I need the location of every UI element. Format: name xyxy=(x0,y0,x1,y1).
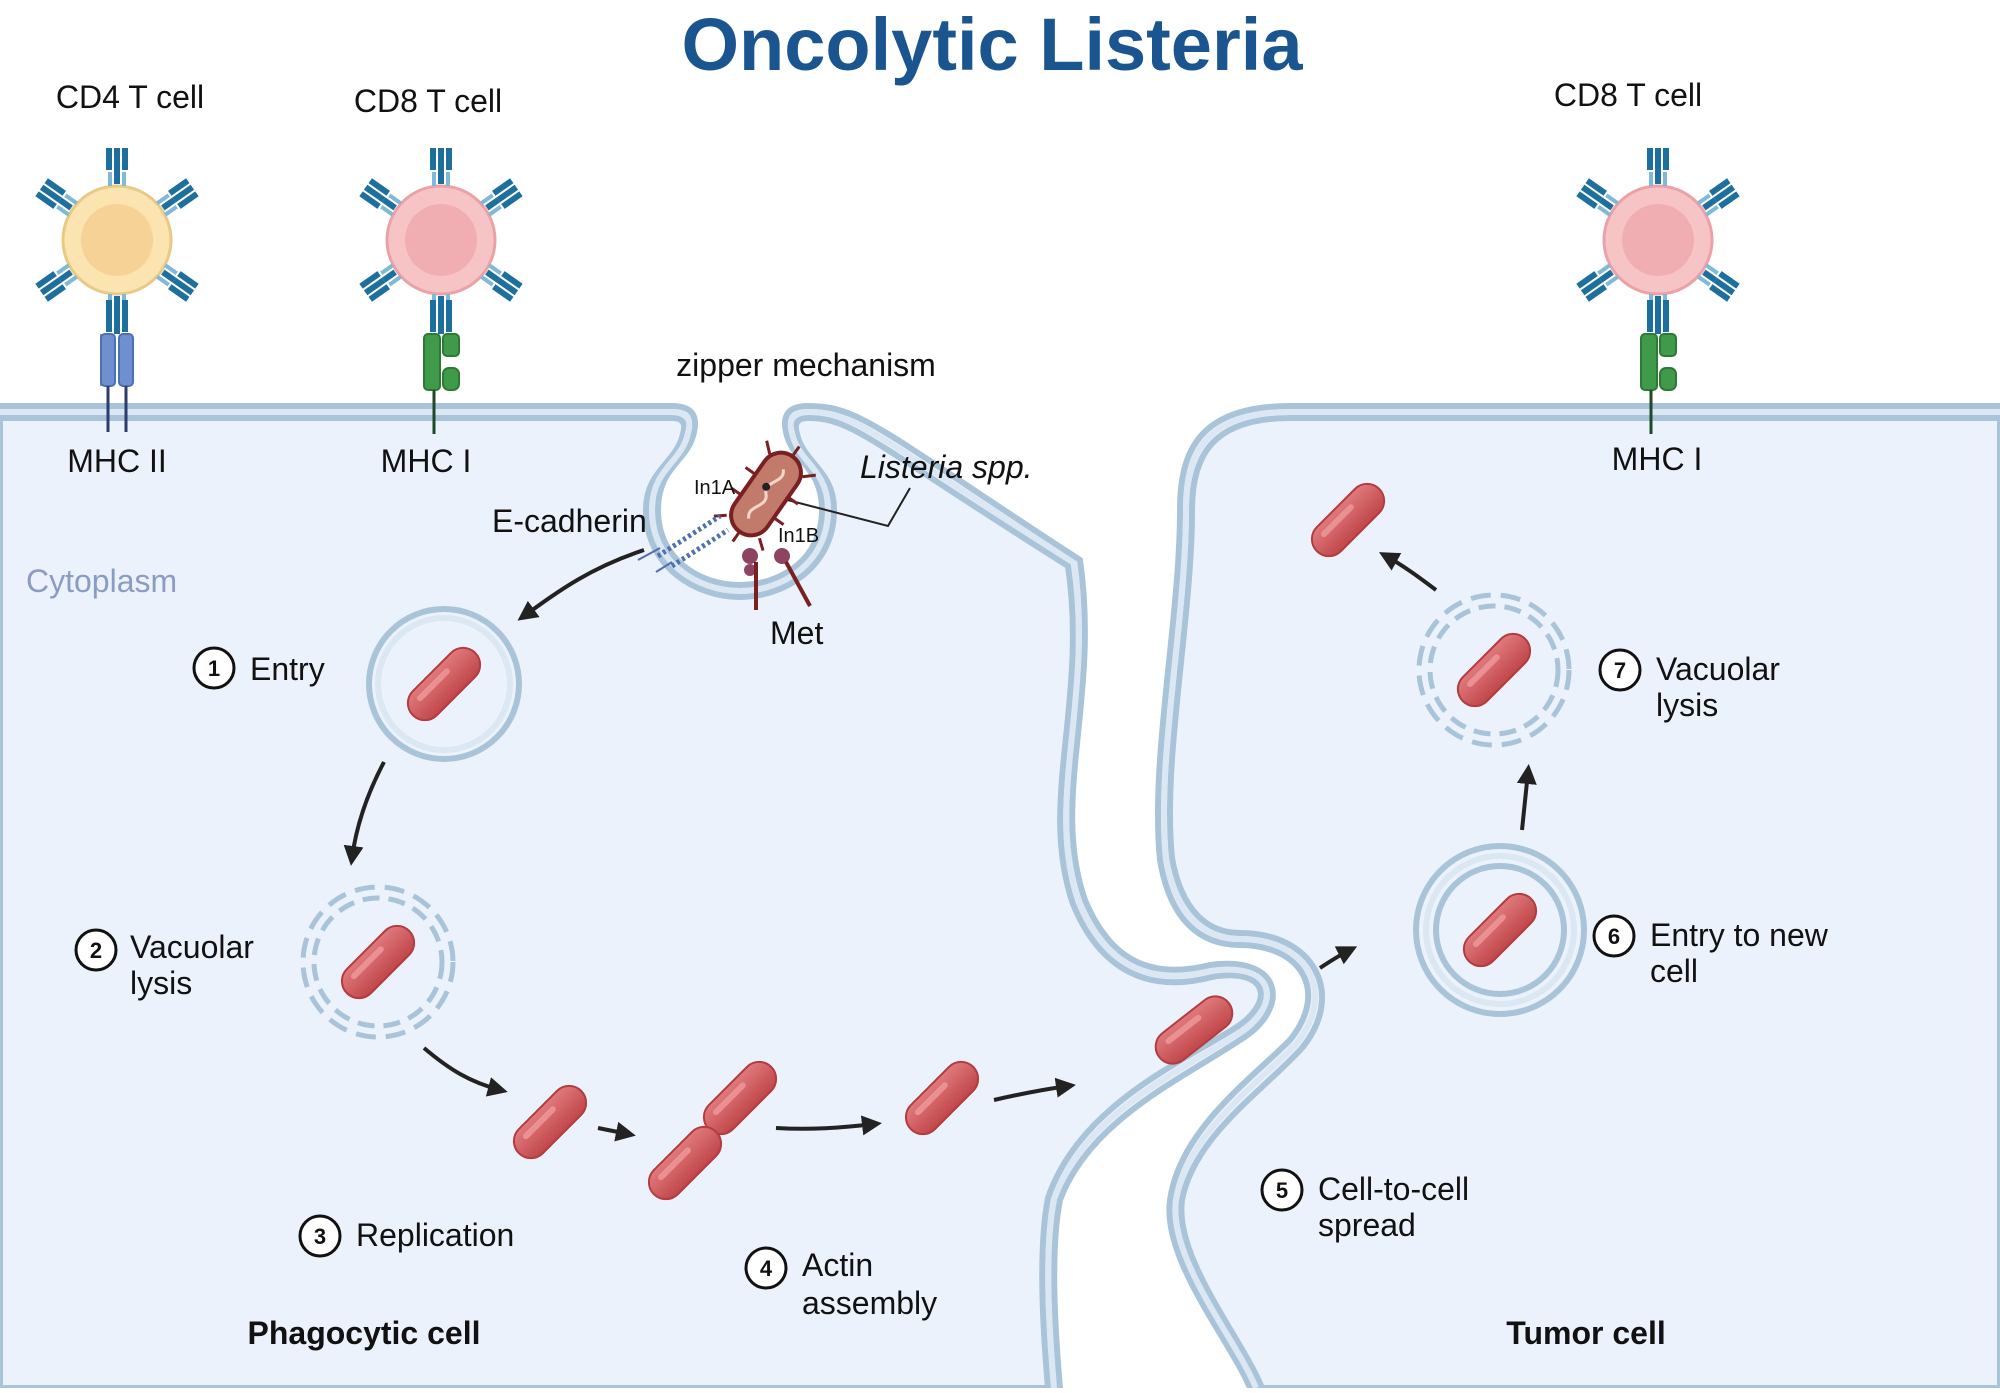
svg-text:cell: cell xyxy=(1650,953,1698,989)
step-1-label: 1 Entry xyxy=(192,646,325,690)
step-6-label: 6 Entry to new cell xyxy=(1592,914,1829,989)
svg-text:Actin: Actin xyxy=(802,1247,873,1283)
arrow-lysis-to-replication xyxy=(422,1046,508,1097)
diagram-title: Oncolytic Listeria xyxy=(682,3,1304,86)
mhc1-left-label: MHC I xyxy=(381,443,472,479)
svg-text:Vacuolar: Vacuolar xyxy=(130,929,254,965)
mhc1-right-label: MHC I xyxy=(1612,441,1703,477)
cd8-t-cell-right xyxy=(1576,148,1740,332)
double-membrane-vacuole xyxy=(1413,843,1587,1017)
listeria-bacterium xyxy=(713,440,816,551)
arrow-actin-to-spread xyxy=(993,1077,1076,1102)
svg-text:5: 5 xyxy=(1276,1178,1288,1203)
arrow-replication-to-actin xyxy=(775,1115,882,1136)
svg-text:Entry: Entry xyxy=(250,651,325,687)
in1b-label: In1B xyxy=(778,525,819,547)
phagocytic-cell-membrane xyxy=(0,402,1276,1391)
listeria-leader-line xyxy=(771,487,911,528)
arrow-entry-to-lysis-right xyxy=(1516,764,1537,831)
svg-text:lysis: lysis xyxy=(130,965,192,1001)
lysis-vacuole-right xyxy=(1416,592,1572,748)
step-3-label: 3 Replication xyxy=(298,1214,514,1258)
cd8-t-cell-left-label: CD8 T cell xyxy=(354,83,502,119)
svg-text:3: 3 xyxy=(314,1224,326,1249)
cd4-t-cell-label: CD4 T cell xyxy=(56,79,204,115)
lysis-vacuole-left xyxy=(300,884,456,1040)
arrow-entry-to-lysis xyxy=(343,761,386,866)
step-7-label: 7 Vacuolar lysis xyxy=(1598,648,1780,723)
svg-text:4: 4 xyxy=(760,1256,773,1281)
met-label: Met xyxy=(770,615,823,651)
svg-text:spread: spread xyxy=(1318,1207,1416,1243)
svg-text:Cell-to-cell: Cell-to-cell xyxy=(1318,1171,1469,1207)
phagocytic-cell-label: Phagocytic cell xyxy=(248,1315,481,1351)
mhc1-receptor-right xyxy=(1640,300,1677,434)
svg-text:2: 2 xyxy=(90,938,102,963)
svg-text:Replication: Replication xyxy=(356,1217,514,1253)
arrow-zipper-to-entry xyxy=(517,548,645,621)
svg-text:lysis: lysis xyxy=(1656,687,1718,723)
step-4-label: 4 Actin assembly xyxy=(744,1246,937,1321)
svg-text:7: 7 xyxy=(1614,658,1626,683)
cd8-t-cell-left xyxy=(359,148,523,332)
zipper-mechanism-label: zipper mechanism xyxy=(676,347,936,383)
mhc2-label: MHC II xyxy=(67,443,167,479)
entry-vacuole xyxy=(366,606,522,762)
listeria-label: Listeria spp. xyxy=(860,449,1033,485)
arrow-replication-single-to-double xyxy=(597,1121,636,1142)
svg-text:Entry to new: Entry to new xyxy=(1650,917,1829,953)
cd8-t-cell-right-label: CD8 T cell xyxy=(1554,77,1702,113)
mhc1-receptor-left xyxy=(423,300,460,434)
in1a-label: In1A xyxy=(694,477,736,499)
svg-text:6: 6 xyxy=(1608,924,1620,949)
step-2-label: 2 Vacuolar lysis xyxy=(74,928,254,1001)
step-5-label: 5 Cell-to-cell spread xyxy=(1260,1168,1469,1243)
arrow-spread-to-entry xyxy=(1318,946,1358,970)
svg-text:Vacuolar: Vacuolar xyxy=(1656,651,1780,687)
e-cadherin-label: E-cadherin xyxy=(492,503,647,539)
met-receptor xyxy=(742,548,812,610)
svg-text:1: 1 xyxy=(208,656,220,681)
mhc2-receptor xyxy=(100,300,134,432)
svg-text:assembly: assembly xyxy=(802,1285,937,1321)
flow-arrows xyxy=(343,548,1537,1142)
cytoplasm-label: Cytoplasm xyxy=(26,563,177,599)
tumor-cell-label: Tumor cell xyxy=(1506,1315,1665,1351)
cd4-t-cell xyxy=(35,148,199,332)
e-cadherin-receptor xyxy=(637,513,730,573)
arrow-lysis-to-release xyxy=(1379,552,1438,592)
